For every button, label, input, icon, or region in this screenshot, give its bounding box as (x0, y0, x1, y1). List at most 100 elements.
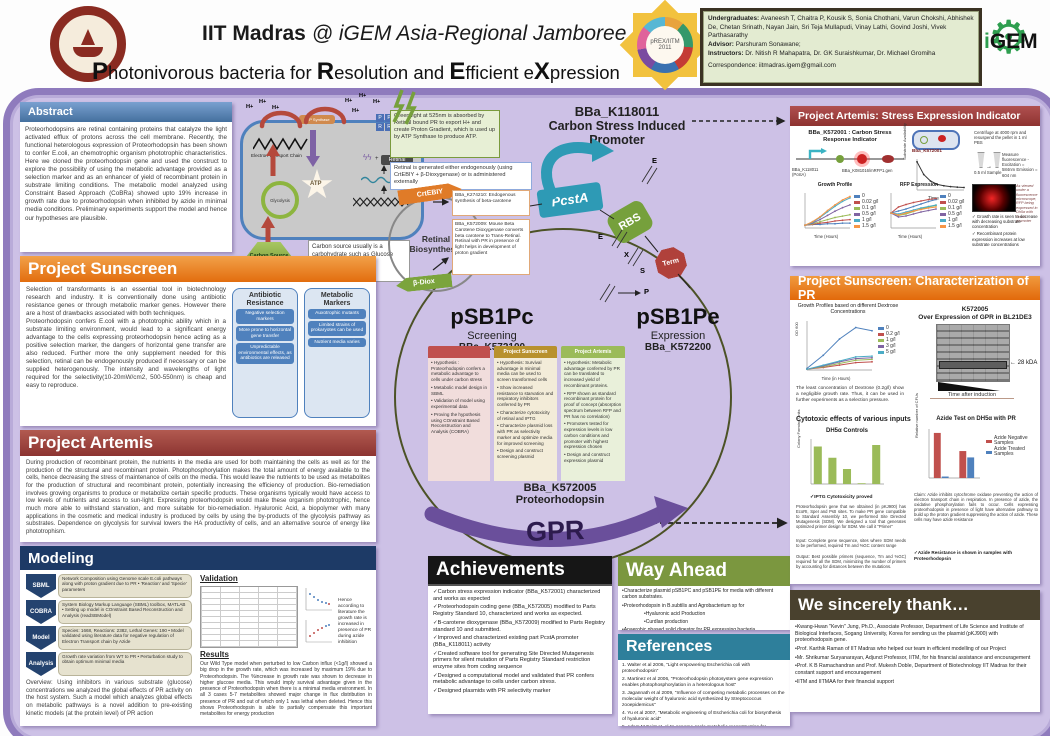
dextrose-xlabel: Time (in Hours) (821, 376, 851, 381)
dh5a-title: DH5α Controls (825, 428, 869, 434)
list-item: • Hypothesis : Proteorhodopsin confers a… (431, 360, 485, 383)
psb1pc-role: Screening (467, 330, 517, 342)
thanks-title: We sincerely thank… (790, 590, 1040, 620)
k274210-box: BBa_K274210: Endogenous synthesis of bet… (452, 190, 530, 216)
list-item: •Prof. K B Ramachandran and Prof. Mukesh… (795, 663, 1027, 676)
gel-axis-label: Time after induction (930, 392, 1014, 399)
promoter-name-label: Carbon Stress Induced Promoter (548, 119, 686, 147)
legend-item: 0.2 g/l (878, 332, 900, 337)
legend-item: 0.1 g/l (854, 206, 878, 211)
legend-item: Azide Treated Samples (986, 447, 1038, 457)
iitm-logo (50, 6, 126, 82)
way-ahead-items: •Characterize plasmid pSB1PC and pSB1PE … (618, 586, 790, 630)
antibiotic-title: Antibiotic Resistance (246, 292, 284, 307)
validation-plot (305, 588, 332, 611)
list-item: •Proteorhodopsin in B.subtilis and Agrob… (622, 602, 745, 609)
subtitle-segment: pression (549, 62, 620, 83)
list-item: • Metabolic model design in SBML (431, 384, 487, 396)
abstract-body: Proteorhodopsins are retinal containing … (25, 126, 227, 222)
pr-part-block: BBa_K572005 Proteorhodopsin (480, 482, 640, 506)
hplus-label: H+ (272, 105, 280, 111)
modeling-overview: Overview: Using inhibitors in various su… (26, 680, 192, 717)
list-item: • Hypothesis: Metabolic advantage confer… (564, 360, 620, 388)
list-item: More prone to horizontal gene transfer (236, 326, 294, 342)
achievements-title: Achievements (428, 556, 612, 586)
sunscreen-para2: Proteorhodopsin confers E.coli with a ph… (26, 318, 226, 390)
hplus-label: H+ (259, 99, 267, 105)
atp-star-icon: ATP (301, 169, 333, 201)
list-item: 3. Jagannath et al 2009, "Influence of c… (622, 690, 785, 708)
gear-icon: ⚙ (988, 11, 1030, 63)
substrate-decay-chart (908, 156, 966, 196)
credits-instructors: Instructors: Dr. Nitish R Mahapatra, Dr.… (708, 49, 936, 57)
list-item: ✓Carbon stress expression indicator (BBa… (433, 589, 601, 602)
decay-ylabel: Substrate Availability (902, 123, 907, 160)
legend-item: 1 g/l (854, 218, 878, 223)
green-light-note: Green light at 525nm is absorbed by Reti… (390, 110, 500, 158)
rfp-expression-title: RFP Expression (899, 182, 939, 188)
artemis-conclusions: ✓ Growth rate is seen to decrease with d… (972, 214, 1038, 249)
diya-flame-icon (81, 29, 95, 45)
sdm-text: Proteorhodopsin gene that we obtained (i… (796, 504, 906, 530)
list-item: • Characterize plasmid loss with PR as s… (497, 423, 553, 446)
artemis-results-section: Project Artemis: Stress Expression Indic… (790, 106, 1040, 266)
list-item: 4. Yu et al 2007, "Metabolic engineering… (622, 710, 782, 722)
list-item: Limited strains of prokaryotes can be us… (308, 320, 366, 336)
igem-logo: ⚙ iGEM (982, 8, 1044, 78)
credits-correspondence: Correspondence: iitmadras.igem@gmail.com (708, 62, 836, 70)
gpr-band (939, 361, 1007, 369)
list-item: 1. Walter et al 2006, "Light empowering … (622, 663, 751, 674)
psb1pe-block: pSB1Pe Expression BBa_K572200 (622, 304, 734, 353)
legend-item: 0 (854, 194, 878, 199)
gel-band-label: ← 28 kDA (1010, 360, 1038, 366)
list-item: •Kwang-Hwan "Kevin" Jung, Ph.D., Associa… (795, 624, 1024, 644)
list-item: R (385, 123, 393, 131)
list-item: ✓ Growth rate is seen to decrease with d… (972, 214, 1038, 230)
list-item: P (385, 114, 393, 122)
dextrose-growth-chart (798, 318, 874, 376)
azide-ylabel: Relative number of CFUs (914, 393, 919, 438)
growth-profile-chart (796, 190, 852, 234)
subtitle-segment: E (449, 58, 466, 85)
cytotoxic-title: Cytotoxic effects of various inputs (796, 416, 911, 423)
thanks-section: We sincerely thank… •Kwang-Hwan "Kevin" … (790, 590, 1040, 712)
psb1pc-block: pSB1Pc Screening BBa_K572100 (436, 304, 548, 353)
legend-item: 0.02 g/l (854, 200, 878, 205)
legend-item: 3 g/l (878, 344, 900, 349)
gpr-label: GPR (525, 514, 586, 548)
azide-test-title: Azide Test on DH5α with PR (936, 416, 1016, 422)
subtitle-segment: esolution and (334, 62, 450, 83)
modeling-column-header (428, 346, 490, 358)
hplus-label: H+ (359, 93, 367, 99)
hplus-label: H+ (373, 99, 381, 105)
step-chevron-icon: Analysis (26, 652, 56, 676)
gel-title2: Over Expression of GPR in BL21DE3 (918, 314, 1032, 321)
subtitle-segment: X (533, 58, 550, 85)
list-item: ✓Proteorhodopsin coding gene (BBa_K57200… (433, 604, 596, 618)
psb1pe-role: Expression (650, 330, 706, 342)
pr-name-label: Proteorhodopsin (515, 494, 605, 506)
plus-label: + (375, 156, 379, 162)
site-s-label: S (640, 266, 646, 275)
hplus-label: H+ (352, 108, 360, 114)
promoter-part-label: BBa_K118011 (574, 104, 660, 119)
protocol-sample: 0.5 ml Sample (974, 170, 1002, 175)
references-items: 1. Walter et al 2006, "Light empowering … (618, 660, 790, 726)
list-item: P (376, 114, 384, 122)
step-description: Network Composition using Genome scale E… (58, 574, 192, 598)
modeling-results: Our Wild Type model when perturbed to lo… (200, 661, 372, 717)
growth-profile-title: Growth Profile (817, 182, 853, 188)
psb1pe-name: pSB1Pe (636, 304, 720, 329)
list-item: • Characterize cytotoxicity of retinal a… (497, 409, 550, 421)
list-item: • RFP shown as standard recombinant prot… (564, 390, 622, 419)
dextrose-chart-title: Growth Profiles based on different Dextr… (797, 303, 899, 315)
sunscreen-results-section: Project Sunscreen: Characterization of P… (790, 276, 1040, 584)
